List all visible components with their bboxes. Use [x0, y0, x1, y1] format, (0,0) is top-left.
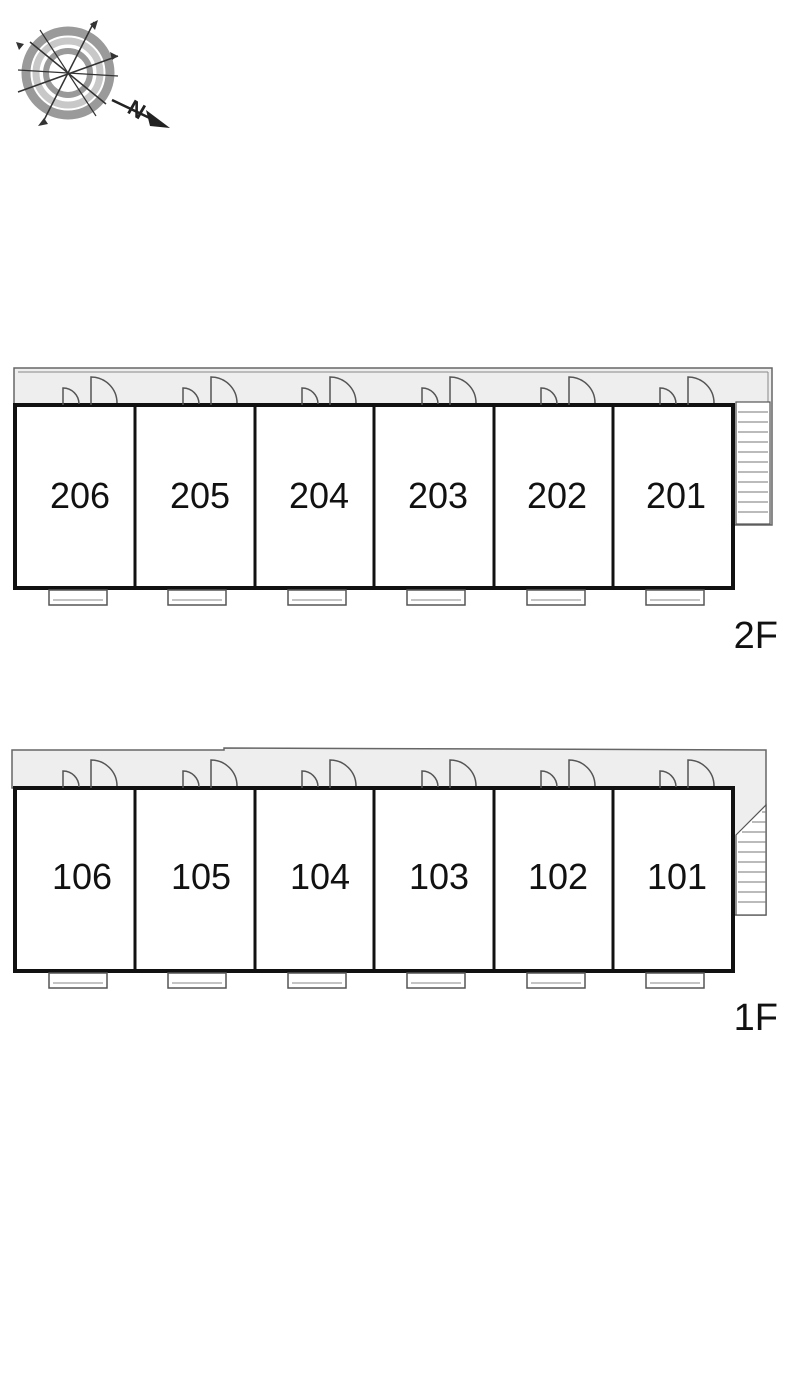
floor-label-2f: 2F — [734, 615, 778, 657]
compass-north-label: N — [124, 95, 150, 125]
doors-2f — [62, 376, 715, 405]
balconies-1f — [48, 972, 705, 989]
floor-1f: 106 105 104 103 102 101 1F — [11, 747, 778, 1039]
unit-label-206: 206 — [50, 475, 110, 516]
floor-2f: 206 205 204 203 202 201 2F — [13, 367, 778, 657]
unit-label-103: 103 — [409, 856, 469, 897]
unit-label-202: 202 — [527, 475, 587, 516]
unit-label-105: 105 — [171, 856, 231, 897]
unit-label-104: 104 — [290, 856, 350, 897]
compass-rose-icon: N — [16, 20, 170, 128]
unit-label-101: 101 — [647, 856, 707, 897]
doors-1f — [62, 759, 715, 788]
unit-label-203: 203 — [408, 475, 468, 516]
unit-label-102: 102 — [528, 856, 588, 897]
floor-label-1f: 1F — [734, 997, 778, 1039]
unit-label-201: 201 — [646, 475, 706, 516]
unit-label-204: 204 — [289, 475, 349, 516]
staircase-2f — [735, 401, 771, 525]
balconies-2f — [48, 589, 705, 606]
unit-label-205: 205 — [170, 475, 230, 516]
unit-label-106: 106 — [52, 856, 112, 897]
staircase-1f — [735, 803, 767, 916]
